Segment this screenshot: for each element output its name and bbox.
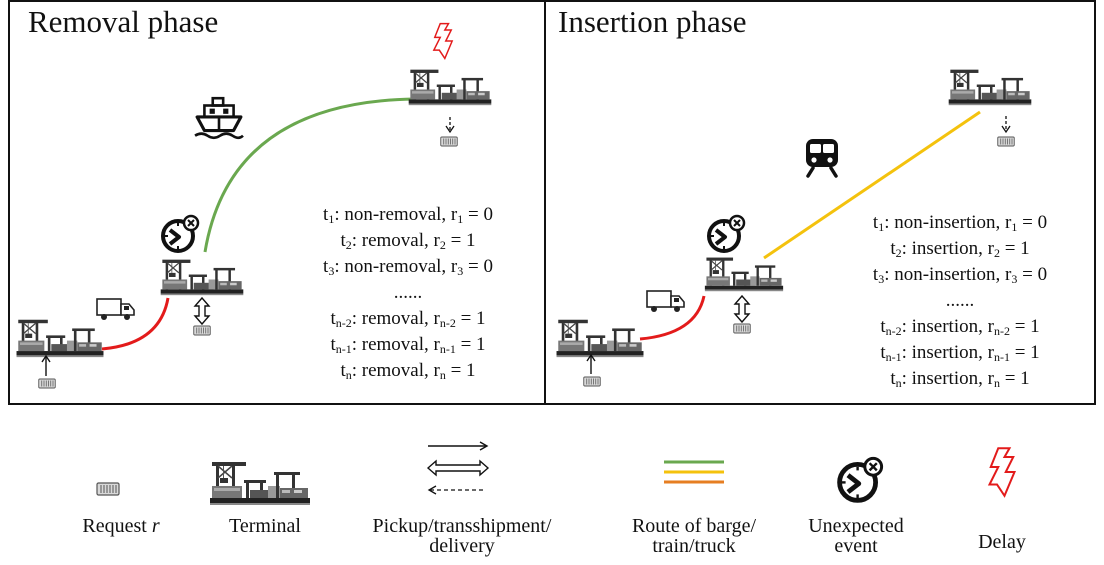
removal-diagram [16,22,492,389]
terminal-icon [704,256,784,292]
equation-line: ...... [393,282,423,303]
truck-icon [646,290,685,313]
arrow-icon [733,294,751,324]
legend-pickup-label: Pickup/transshipment/delivery [372,515,552,557]
insertion-phase-title: Insertion phase [558,4,747,39]
truck-icon [96,298,135,321]
terminal-icon [408,69,492,106]
arrow-icon [427,485,486,495]
arrow-icon [428,441,489,451]
legend-delay-label: Delay [978,531,1026,553]
container-icon [733,323,751,334]
equation-line: t1: non-removal, r1 = 0 [323,204,493,226]
train-route [763,110,981,260]
terminal-icon [160,259,244,296]
equation-line: tn-2: removal, rn-2 = 1 [330,308,486,330]
terminal-icon [210,461,310,506]
insertion-phase-panel: Insertion phase t1: non-insertion, r1 = … [544,0,1096,405]
removal-phase-title: Removal phase [28,4,219,39]
truck-route [639,295,706,341]
container-icon [997,136,1015,147]
arrow-icon [193,296,211,326]
clock-event-icon [840,458,882,500]
equation-line: t2: removal, r2 = 1 [340,230,476,252]
container-icon [96,482,120,496]
container-icon [38,378,56,389]
insertion-diagram [556,69,1032,387]
arrow-icon [586,353,596,374]
arrow-icon [41,354,51,376]
barge-route [203,97,415,253]
ship-icon [194,96,244,140]
clock-event-icon [707,214,746,253]
container-icon [440,136,458,147]
container-icon [583,376,601,387]
terminal-icon [556,319,644,358]
equation-line: t3: non-insertion, r3 = 0 [872,264,1048,286]
equation-line: t3: non-removal, r3 = 0 [323,256,493,278]
legend-route-label: Route of barge/train/truck [631,515,757,557]
equation-line: tn-1: removal, rn-1 = 1 [330,334,486,356]
equation-line: tn: removal, rn = 1 [340,360,476,382]
lightning-delay-icon [432,22,454,60]
equation-line: tn-2: insertion, rn-2 = 1 [880,316,1040,338]
equation-line: t1: non-insertion, r1 = 0 [872,212,1048,234]
terminal-icon [948,69,1032,106]
legend-terminal-label: Terminal [229,515,301,537]
train-icon [804,137,840,178]
arrow-icon [426,459,490,477]
clock-event-icon [161,214,200,253]
equation-line: t2: insertion, r2 = 1 [890,238,1030,260]
container-icon [193,325,211,336]
truck-route [101,297,170,351]
legend-request-label: Request r [82,515,160,537]
terminal-icon [16,319,104,358]
removal-phase-panel: Removal phase t1: non-removal, r1 = 0 t2:… [8,0,546,405]
equation-line: tn: insertion, rn = 1 [890,368,1030,390]
equation-line: tn-1: insertion, rn-1 = 1 [880,342,1040,364]
equation-line: ...... [945,290,975,311]
lightning-delay-icon [988,446,1016,498]
